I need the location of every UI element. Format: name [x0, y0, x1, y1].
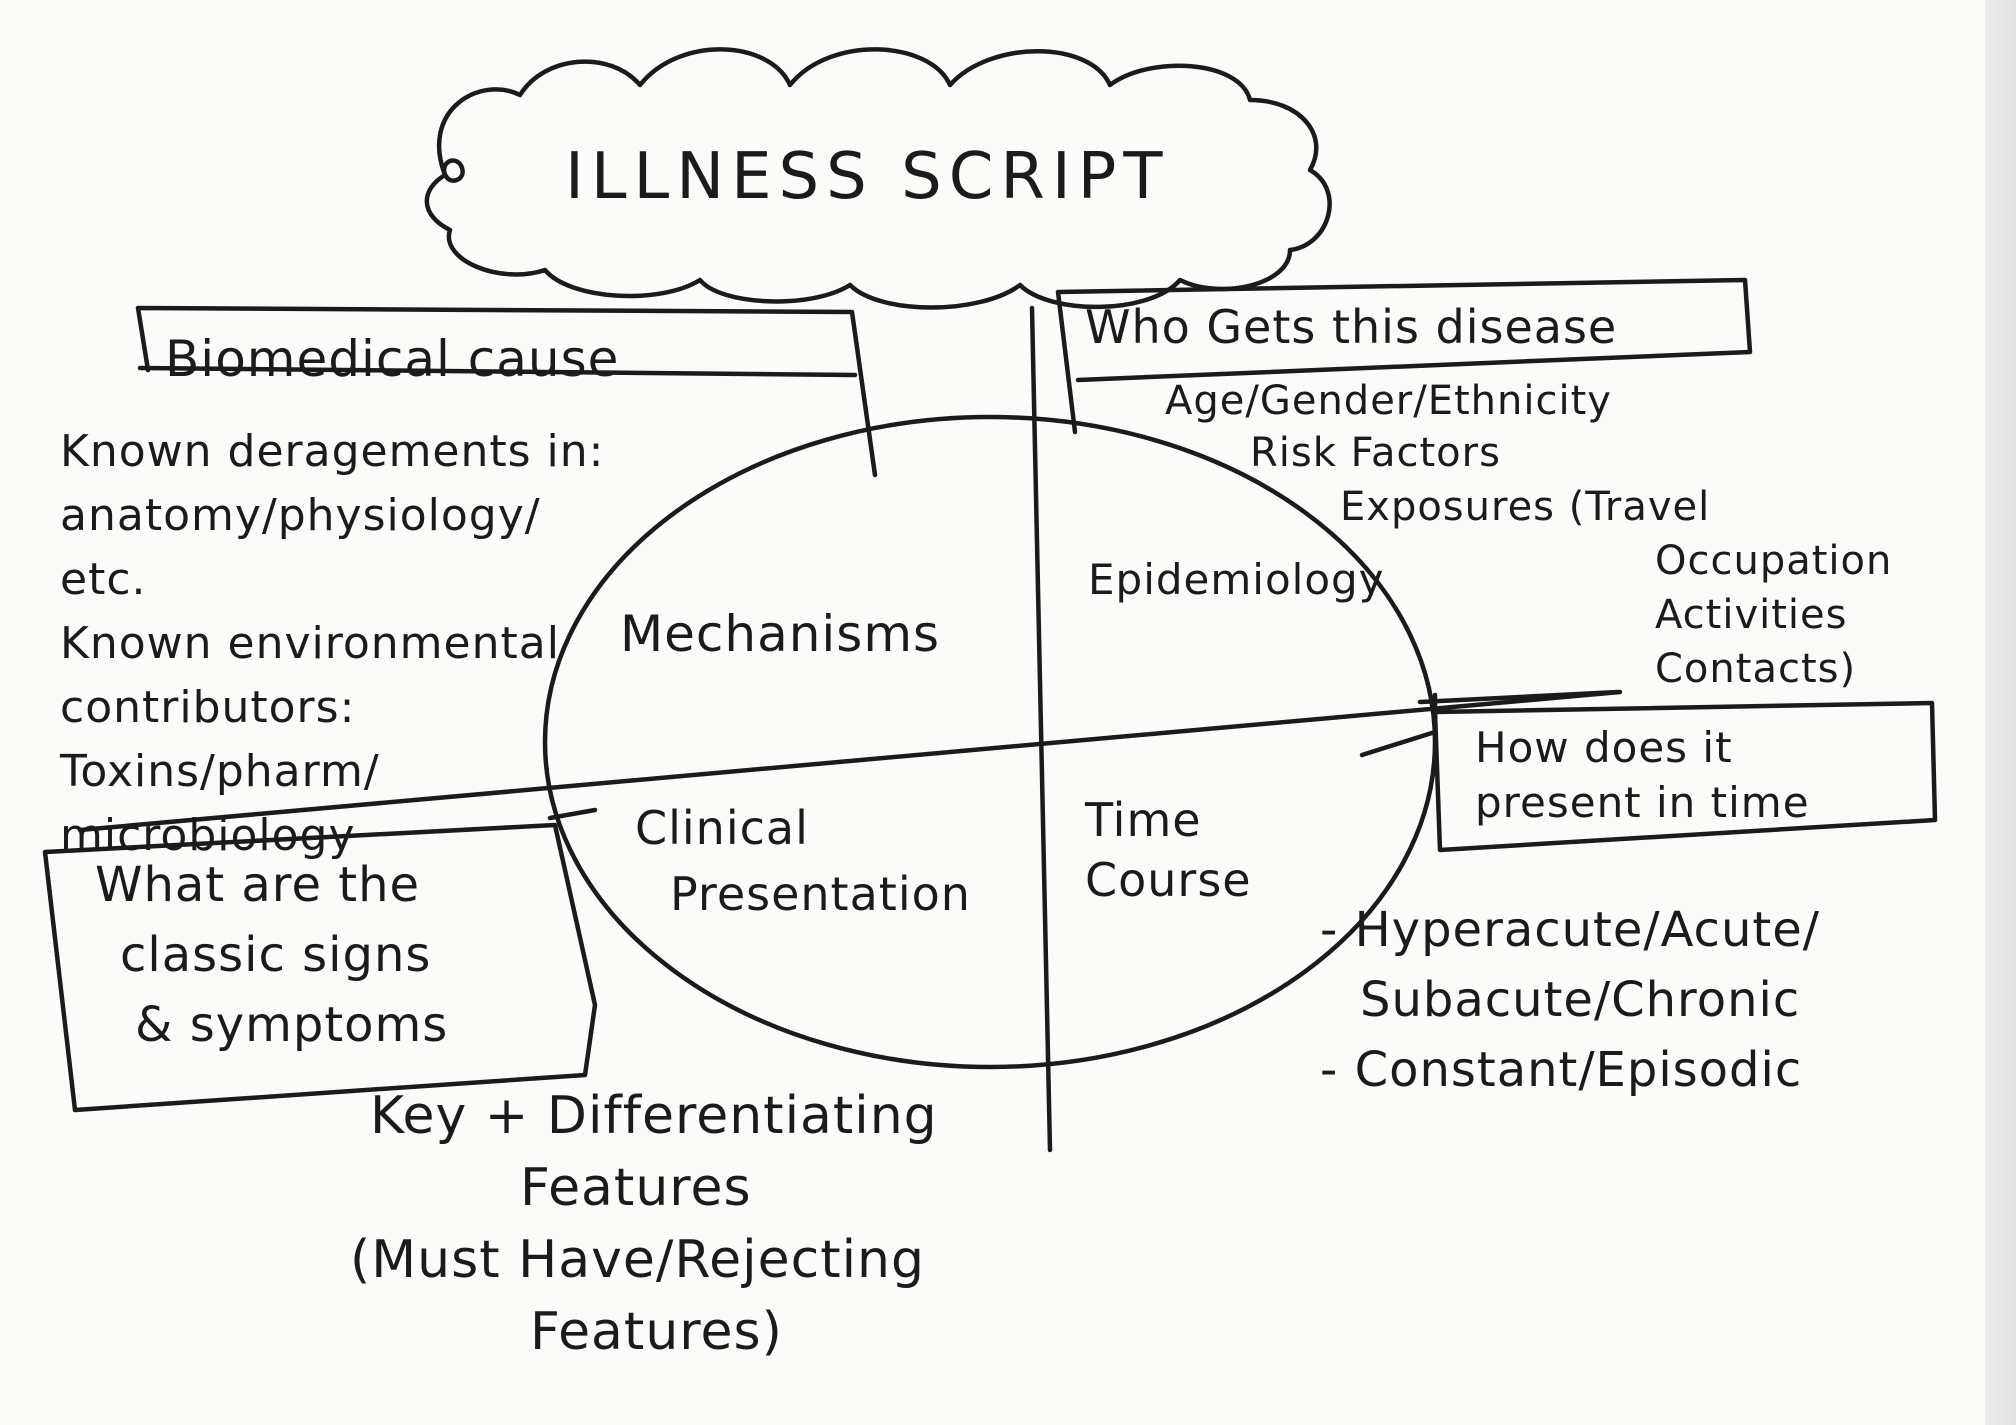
diagram-title: ILLNESS SCRIPT: [565, 140, 1170, 214]
how-presents-label: How does it present in time: [1475, 720, 1810, 830]
who-gets-text: Age/Gender/Ethnicity Risk Factors: [1165, 375, 1612, 479]
quadrant-epidemiology: Epidemiology: [1088, 555, 1385, 604]
key-line: Key + Differentiating: [370, 1086, 938, 1146]
who-line: Age/Gender/Ethnicity: [1165, 378, 1612, 424]
biomed-line: Known deragements in:: [60, 426, 605, 477]
biomed-box: [135, 305, 878, 478]
biomed-line: microbiology: [60, 810, 356, 861]
how-label-line: present in time: [1475, 778, 1810, 827]
paper-edge: [1985, 0, 2016, 1425]
quadrant-mechanisms: Mechanisms: [620, 605, 941, 663]
exposure-line: Contacts): [1655, 646, 1857, 692]
who-line: Risk Factors: [1250, 430, 1501, 476]
biomed-line: contributors:: [60, 682, 356, 733]
title-cloud-curl: [441, 158, 465, 183]
time-option-line: - Hyperacute/Acute/: [1320, 902, 1820, 958]
who-gets-label: Who Gets this disease: [1085, 300, 1618, 354]
biomed-line: etc.: [60, 554, 147, 605]
classic-line: What are the: [95, 857, 421, 913]
clinical-line: Presentation: [670, 867, 971, 921]
clinical-line: Clinical: [635, 801, 809, 855]
classic-line: classic signs: [120, 927, 432, 983]
who-box: [1055, 277, 1753, 435]
horizontal-divider: [77, 689, 1623, 833]
exposure-line: Activities: [1655, 592, 1848, 638]
epi-connector: [1417, 689, 1621, 705]
exposure-line: Occupation: [1655, 538, 1893, 584]
how-box-rect: [1432, 700, 1938, 853]
biomed-line: anatomy/physiology/: [60, 490, 541, 541]
time-line: Course: [1085, 853, 1252, 907]
biomed-line: Known environmental: [60, 618, 560, 669]
exposure-line: Exposures (Travel: [1340, 484, 1711, 530]
how-presents-text: - Hyperacute/Acute/ Subacute/Chronic - C…: [1320, 895, 1820, 1105]
key-features-text: Key + Differentiating Features (Must Hav…: [350, 1080, 938, 1368]
time-option-line: - Constant/Episodic: [1320, 1042, 1803, 1098]
exposures-text: Exposures (Travel Occupation Activities …: [1340, 480, 1892, 696]
what-box-tick: [547, 807, 598, 821]
biomedical-cause-label: Biomedical cause: [165, 330, 620, 388]
quadrant-time-course: Time Course: [1085, 790, 1252, 910]
what-box: [42, 822, 598, 1113]
vertical-divider: [1029, 305, 1053, 1153]
time-option-line: Subacute/Chronic: [1360, 972, 1801, 1028]
classic-signs-label: What are the classic signs & symptoms: [95, 850, 448, 1060]
biomed-line: Toxins/pharm/: [60, 746, 380, 797]
biomed-box-bottom: [137, 365, 858, 378]
center-oval: [542, 414, 1438, 1070]
key-line: (Must Have/Rejecting: [350, 1230, 925, 1290]
title-cloud: [424, 47, 1332, 310]
key-line: Features): [530, 1302, 783, 1362]
how-label-line: How does it: [1475, 723, 1733, 772]
time-line: Time: [1085, 793, 1202, 847]
classic-line: & symptoms: [135, 997, 449, 1053]
quadrant-clinical-presentation: Clinical Presentation: [635, 795, 971, 927]
biomedical-cause-text: Known deragements in: anatomy/physiology…: [60, 420, 605, 868]
key-line: Features: [520, 1158, 752, 1218]
